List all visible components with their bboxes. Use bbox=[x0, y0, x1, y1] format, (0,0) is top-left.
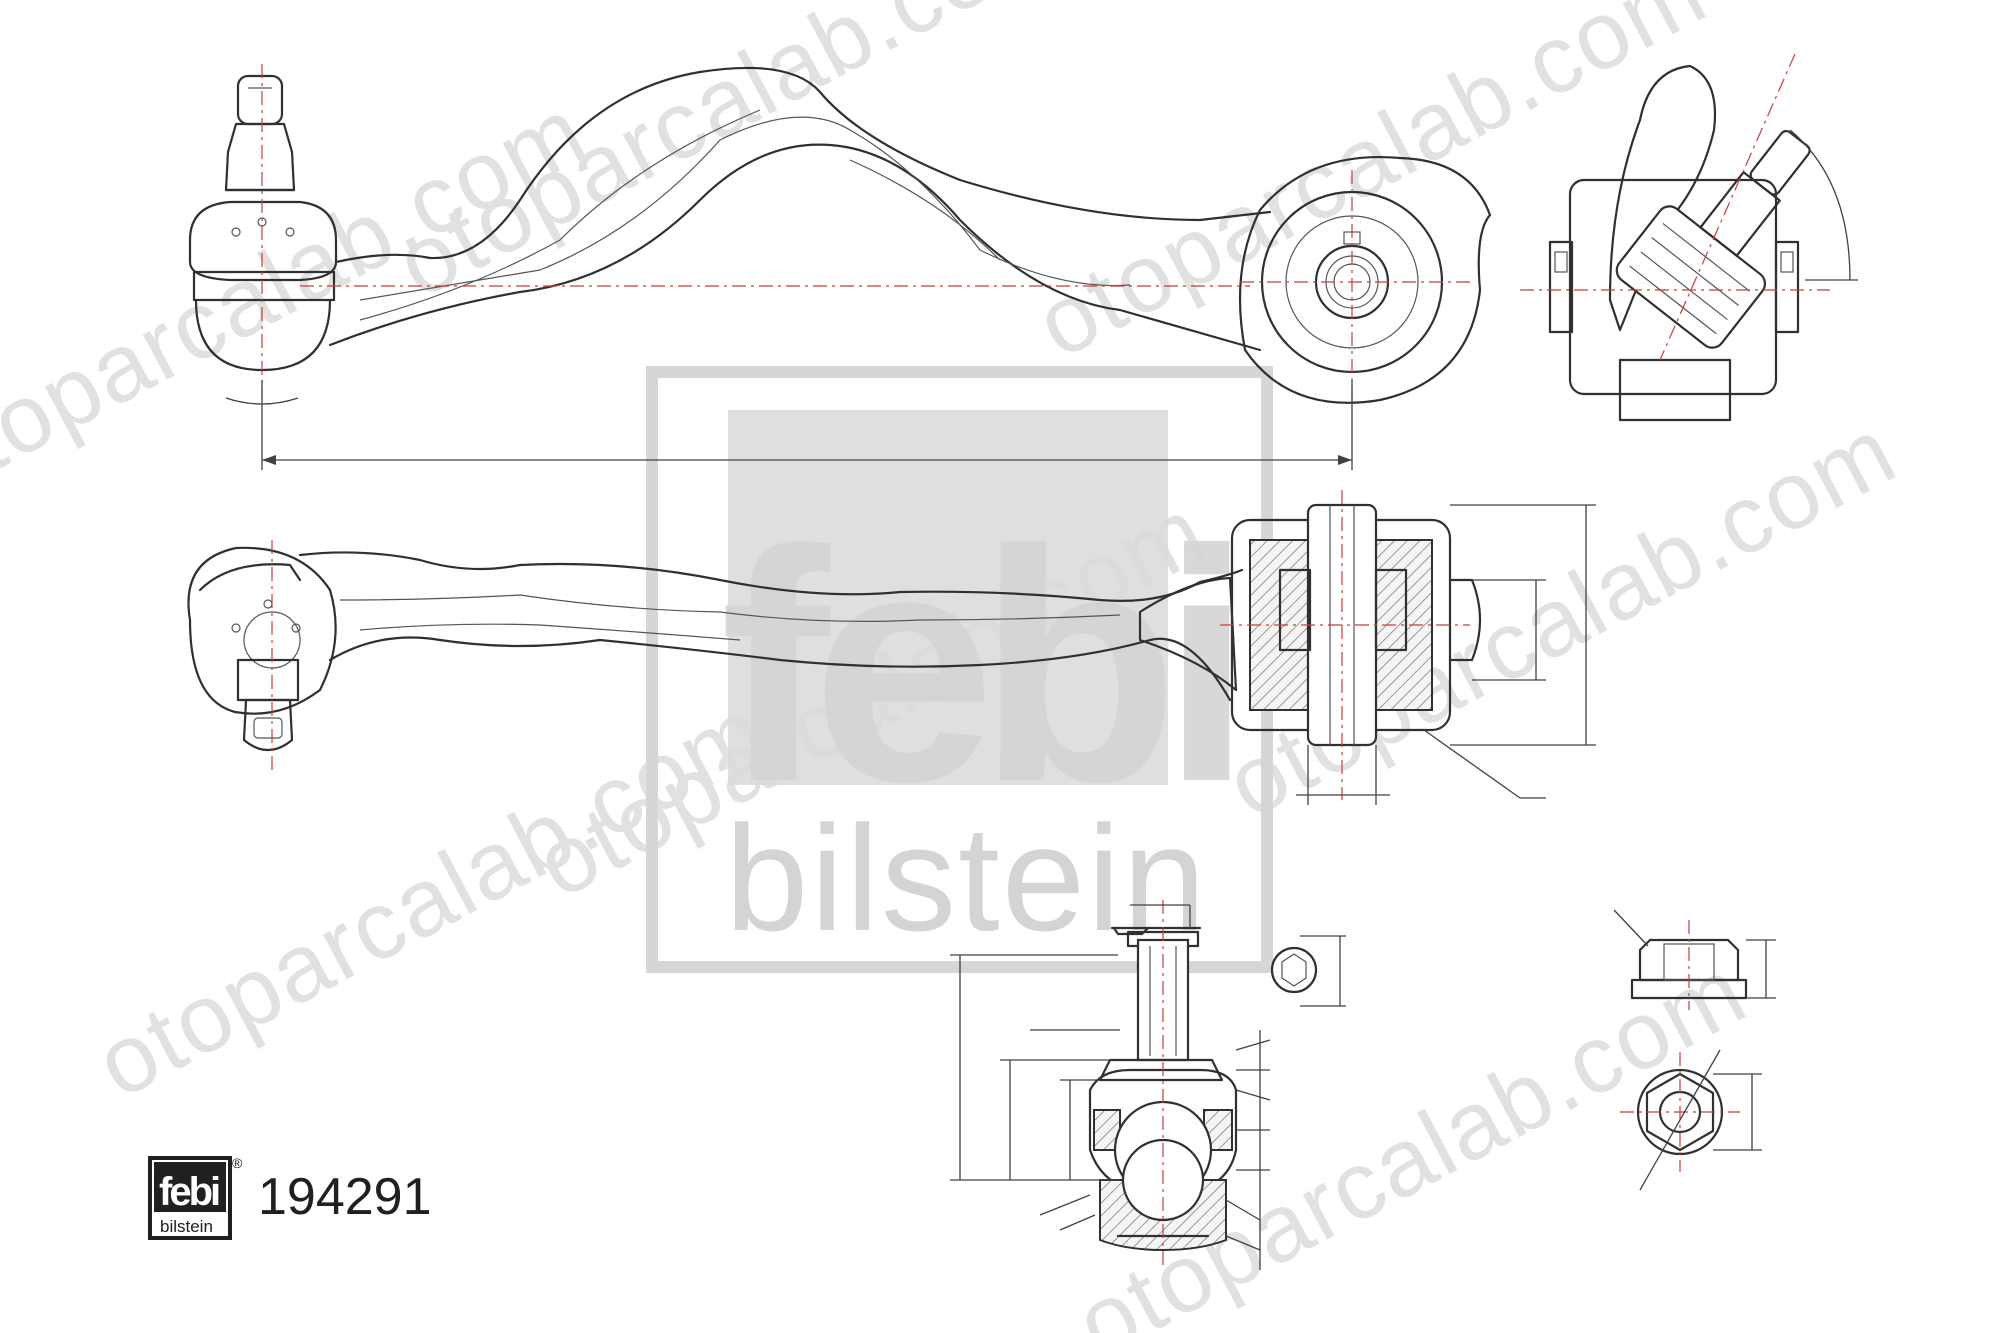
registered-mark: ® bbox=[232, 1155, 243, 1171]
watermark-text: otoparcalab.com bbox=[0, 77, 603, 519]
stud-end-detail bbox=[1270, 935, 1346, 1007]
brand-badge: febi bilstein ® bbox=[148, 1155, 243, 1240]
nut-side-view bbox=[1613, 909, 1776, 1010]
side-view-control-arm bbox=[187, 540, 1244, 770]
badge-sub-text: bilstein bbox=[160, 1217, 213, 1236]
nut-top-view bbox=[1620, 1049, 1762, 1191]
top-view-control-arm bbox=[188, 64, 1492, 470]
badge-main-text: febi bbox=[159, 1170, 219, 1214]
part-number: 194291 bbox=[258, 1168, 432, 1226]
logo-sub-text: bilstein bbox=[725, 794, 1208, 962]
end-view-ball-joint bbox=[1520, 53, 1858, 422]
ball-joint-section bbox=[950, 900, 1271, 1270]
bushing-section bbox=[1220, 490, 1596, 805]
background-logo: febi bilstein bbox=[646, 366, 1273, 973]
